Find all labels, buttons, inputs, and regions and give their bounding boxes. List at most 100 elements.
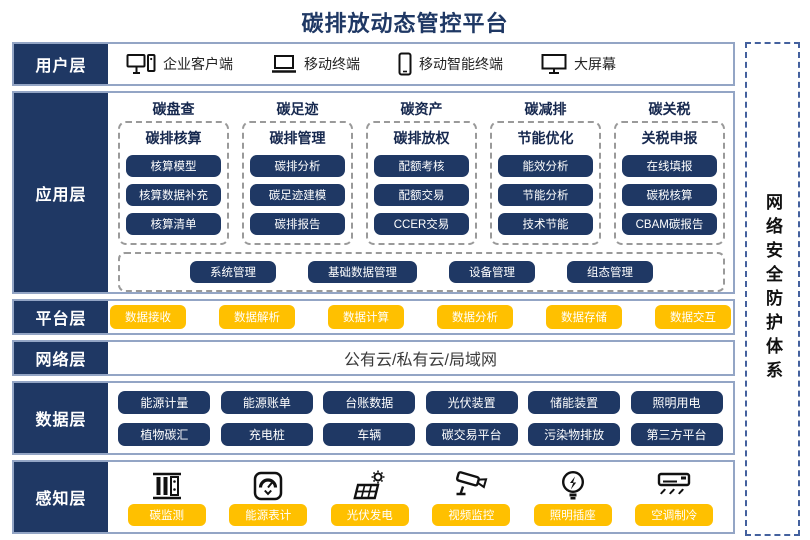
app-column-carbon-footprint: 碳足迹 碳排管理 碳排分析 碳足迹建模 碳排报告 xyxy=(242,99,353,245)
network-layer-text: 公有云/私有云/局域网 xyxy=(344,352,497,369)
network-layer-content: 公有云/私有云/局域网 xyxy=(108,342,733,374)
app-module: 配额交易 xyxy=(374,184,469,206)
app-column-carbon-asset: 碳资产 碳排放权 配额考核 配额交易 CCER交易 xyxy=(366,99,477,245)
platform-module: 数据交互 xyxy=(655,305,731,329)
solar-power-icon xyxy=(350,468,390,504)
app-column-box: 碳排核算 核算模型 核算数据补充 核算清单 xyxy=(118,121,229,245)
data-source: 储能装置 xyxy=(528,390,621,414)
data-source: 能源计量 xyxy=(118,390,211,414)
app-module: 碳足迹建模 xyxy=(250,184,345,206)
app-common-module: 系统管理 xyxy=(190,261,276,283)
app-column-subheader: 碳排放权 xyxy=(393,130,450,146)
platform-layer-label: 平台层 xyxy=(14,301,108,333)
network-layer-label: 网络层 xyxy=(14,342,108,374)
perception-layer: 感知层 碳监测 能源表计 xyxy=(12,460,735,534)
platform-module: 数据接收 xyxy=(110,305,186,329)
app-column-header: 碳盘查 xyxy=(152,101,195,117)
app-column-carbon-inventory: 碳盘查 碳排核算 核算模型 核算数据补充 核算清单 xyxy=(118,99,229,245)
app-module: 技术节能 xyxy=(498,213,593,235)
platform-layer: 平台层 数据接收 数据解析 数据计算 数据分析 数据存储 数据交互 xyxy=(12,299,735,335)
app-common-modules-box: 系统管理 基础数据管理 设备管理 组态管理 xyxy=(118,252,725,292)
app-module: 碳税核算 xyxy=(622,184,717,206)
data-source: 车辆 xyxy=(323,422,416,446)
user-layer-label: 用户层 xyxy=(14,44,108,84)
app-module: 碳排报告 xyxy=(250,213,345,235)
app-module: 在线填报 xyxy=(622,155,717,177)
data-layer: 数据层 能源计量 能源账单 台账数据 光伏装置 储能装置 照明用电 植物碳汇 充… xyxy=(12,381,735,455)
app-module: 核算数据补充 xyxy=(126,184,221,206)
app-module: 核算模型 xyxy=(126,155,221,177)
app-column-carbon-tariff: 碳关税 关税申报 在线填报 碳税核算 CBAM碳报告 xyxy=(614,99,725,245)
app-common-module: 基础数据管理 xyxy=(308,261,417,283)
sense-item-label: 碳监测 xyxy=(127,504,206,526)
app-column-subheader: 碳排管理 xyxy=(269,130,326,146)
app-column-header: 碳减排 xyxy=(524,101,567,117)
data-layer-content: 能源计量 能源账单 台账数据 光伏装置 储能装置 照明用电 植物碳汇 充电桩 车… xyxy=(108,383,733,453)
app-column-box: 碳排放权 配额考核 配额交易 CCER交易 xyxy=(366,121,477,245)
app-column-box: 碳排管理 碳排分析 碳足迹建模 碳排报告 xyxy=(242,121,353,245)
sense-item-solar-power: 光伏发电 xyxy=(319,466,421,531)
video-surveillance-icon xyxy=(451,468,491,504)
data-source: 第三方平台 xyxy=(630,422,723,446)
app-module: 配额考核 xyxy=(374,155,469,177)
application-layer-label: 应用层 xyxy=(14,93,108,292)
app-module: 核算清单 xyxy=(126,213,221,235)
data-layer-label: 数据层 xyxy=(14,383,108,453)
app-column-box: 节能优化 能效分析 节能分析 技术节能 xyxy=(490,121,601,245)
smartphone-icon xyxy=(398,52,412,76)
perception-layer-content: 碳监测 能源表计 光伏发电 xyxy=(108,462,733,532)
perception-layer-label: 感知层 xyxy=(14,462,108,532)
app-module: CBAM碳报告 xyxy=(622,213,717,235)
network-layer: 网络层 公有云/私有云/局域网 xyxy=(12,340,735,376)
desktop-pc-icon xyxy=(126,53,156,76)
data-source: 光伏装置 xyxy=(425,390,518,414)
app-column-header: 碳关税 xyxy=(648,101,691,117)
sense-item-carbon-monitoring: 碳监测 xyxy=(116,466,218,531)
platform-layer-content: 数据接收 数据解析 数据计算 数据分析 数据存储 数据交互 xyxy=(108,301,733,333)
carbon-monitor-icon xyxy=(150,468,184,504)
sense-item-air-conditioner: 空调制冷 xyxy=(624,466,726,531)
app-column-subheader: 碳排核算 xyxy=(145,130,202,146)
user-layer-content: 企业客户端 移动终端 移动智能终端 xyxy=(108,44,733,84)
platform-module: 数据分析 xyxy=(437,305,513,329)
user-item-enterprise-client: 企业客户端 xyxy=(126,53,233,76)
user-item-mobile-terminal: 移动终端 xyxy=(271,54,360,74)
sense-item-lighting-socket: 照明插座 xyxy=(522,466,624,531)
app-column-subheader: 节能优化 xyxy=(517,130,574,146)
data-source: 污染物排放 xyxy=(528,422,621,446)
data-source: 照明用电 xyxy=(630,390,723,414)
platform-module: 数据存储 xyxy=(546,305,622,329)
app-column-header: 碳资产 xyxy=(400,101,443,117)
user-item-label: 大屏幕 xyxy=(574,56,616,72)
app-module: 能效分析 xyxy=(498,155,593,177)
user-item-big-screen: 大屏幕 xyxy=(541,53,616,75)
data-source: 台账数据 xyxy=(323,390,416,414)
app-module: 节能分析 xyxy=(498,184,593,206)
page-title: 碳排放动态管控平台 xyxy=(301,11,509,36)
platform-module: 数据解析 xyxy=(219,305,295,329)
app-column-carbon-reduction: 碳减排 节能优化 能效分析 节能分析 技术节能 xyxy=(490,99,601,245)
application-layer: 应用层 碳盘查 碳排核算 核算模型 核算数据补充 核算清单 xyxy=(12,91,735,294)
sense-item-video-surveillance: 视频监控 xyxy=(421,466,523,531)
laptop-icon xyxy=(271,54,297,74)
data-source: 充电桩 xyxy=(220,422,313,446)
app-common-module: 组态管理 xyxy=(567,261,653,283)
app-column-box: 关税申报 在线填报 碳税核算 CBAM碳报告 xyxy=(614,121,725,245)
data-source: 植物碳汇 xyxy=(118,422,211,446)
sense-item-label: 能源表计 xyxy=(229,504,308,526)
platform-module: 数据计算 xyxy=(328,305,404,329)
sense-item-label: 空调制冷 xyxy=(635,504,714,526)
user-item-label: 移动智能终端 xyxy=(419,56,503,72)
user-item-label: 企业客户端 xyxy=(163,56,233,72)
sense-item-label: 视频监控 xyxy=(432,504,511,526)
app-module: CCER交易 xyxy=(374,213,469,235)
user-item-label: 移动终端 xyxy=(304,56,360,72)
diagram-body: 用户层 企业客户端 移动终端 xyxy=(12,42,800,536)
application-layer-content: 碳盘查 碳排核算 核算模型 核算数据补充 核算清单 碳足迹 xyxy=(108,93,733,292)
sense-item-label: 光伏发电 xyxy=(330,504,409,526)
security-protection-panel: 网络安全防护体系 xyxy=(745,42,800,536)
security-protection-label: 网络安全防护体系 xyxy=(763,193,782,385)
air-conditioner-icon xyxy=(654,468,694,504)
data-source: 碳交易平台 xyxy=(425,422,518,446)
app-column-subheader: 关税申报 xyxy=(641,130,698,146)
